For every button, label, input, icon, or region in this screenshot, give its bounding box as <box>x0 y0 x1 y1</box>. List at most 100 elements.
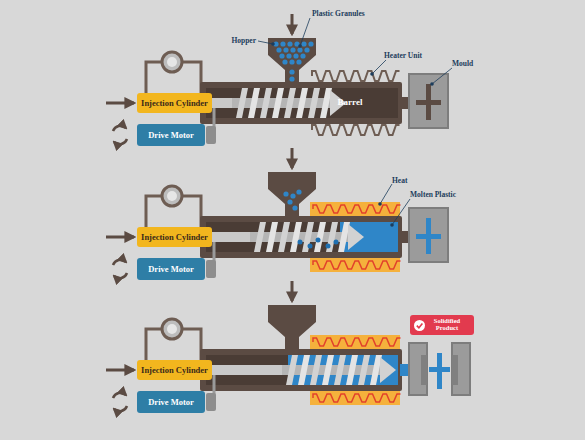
granule <box>308 41 313 46</box>
screw-thread <box>310 355 322 385</box>
screw-thread <box>358 355 370 385</box>
part-name: Drive Motor <box>148 265 194 274</box>
leader-line <box>300 18 310 46</box>
motor-gear <box>206 260 216 278</box>
drive-link <box>213 242 216 262</box>
heater-band <box>310 391 400 405</box>
granule <box>296 59 301 64</box>
part-name: Injection Cylinder <box>141 99 208 108</box>
molten-plastic <box>340 222 398 252</box>
screw-thread <box>308 88 320 118</box>
barrel-bore <box>206 88 398 118</box>
feed-arrow <box>291 148 294 168</box>
heater-band <box>310 202 400 216</box>
check-icon <box>414 320 425 331</box>
screw-thread <box>248 88 260 118</box>
callout-label: Heater Unit <box>384 52 422 60</box>
leader-line <box>432 68 452 84</box>
screw-thread <box>286 355 298 385</box>
motor-gear <box>206 126 216 144</box>
mould-half <box>452 343 470 395</box>
machine-part-box: Injection Cylinder <box>137 227 212 247</box>
barrel-label-box: Barrel <box>330 95 370 111</box>
heater-coil <box>312 71 400 81</box>
leader-dot <box>430 82 434 86</box>
feed-arrow <box>106 369 134 372</box>
pressure-gauge <box>162 186 182 206</box>
leader-line <box>392 199 410 225</box>
heater-coil <box>313 394 401 402</box>
barrel <box>200 349 402 391</box>
screw-thread <box>290 222 302 252</box>
molten-plastic <box>288 355 398 385</box>
callout-label: Heat <box>392 177 407 185</box>
leader-dot <box>370 72 374 76</box>
badge-text: Solidified Product <box>428 318 466 332</box>
screw-thread <box>272 88 284 118</box>
feed-arrow <box>291 281 294 301</box>
granule <box>287 199 292 204</box>
heater-coil <box>312 125 400 135</box>
gauge-face <box>167 324 177 334</box>
gauge-face <box>167 191 177 201</box>
pressure-gauge <box>162 52 182 72</box>
heater-coil <box>313 205 401 213</box>
rotation-icon <box>113 393 126 398</box>
machine-part-box: Drive Motor <box>137 124 205 146</box>
granule <box>289 69 294 74</box>
leader-dot <box>378 202 382 206</box>
part-name: Drive Motor <box>148 398 194 407</box>
screw-thread <box>266 222 278 252</box>
callout-label: Plastic Granules <box>312 10 365 18</box>
granule <box>316 238 321 243</box>
screw-shaft <box>212 365 284 375</box>
rotation-icon <box>113 126 126 131</box>
screw-thread <box>326 222 338 252</box>
rotation-icon <box>113 260 126 265</box>
screw-thread <box>236 88 248 118</box>
screw-thread <box>322 355 334 385</box>
part-name: Drive Motor <box>148 131 194 140</box>
hopper <box>268 305 316 349</box>
screw-thread <box>260 88 272 118</box>
mould <box>409 208 448 262</box>
callout-label: Hopper <box>231 37 256 45</box>
mould-half <box>409 343 427 395</box>
machine-part-box: Injection Cylinder <box>137 360 212 380</box>
heater-coil <box>313 261 401 269</box>
check-circle <box>414 320 425 331</box>
granule <box>334 240 339 245</box>
granule <box>301 41 306 46</box>
result-badge: Solidified Product <box>410 315 474 335</box>
granule <box>289 76 294 81</box>
mould <box>409 74 448 128</box>
granule <box>286 53 291 58</box>
granule <box>282 59 287 64</box>
leader-line <box>372 60 386 74</box>
hopper <box>268 38 316 82</box>
part-name: Injection Cylinder <box>141 233 208 242</box>
machine-part-box: Injection Cylinder <box>137 93 212 113</box>
mould-cavity <box>452 355 458 385</box>
screw-thread <box>254 222 266 252</box>
granule <box>280 41 285 46</box>
hopper <box>268 172 316 216</box>
granule <box>296 189 301 194</box>
leader-line <box>380 184 392 204</box>
granule <box>276 47 281 52</box>
granule <box>283 191 288 196</box>
screw-thread <box>302 222 314 252</box>
screw-thread <box>314 222 326 252</box>
screw-tip <box>380 357 396 383</box>
screw-thread <box>334 355 346 385</box>
machine-part-box: Drive Motor <box>137 258 205 280</box>
drive-link <box>213 108 216 128</box>
gauge-face <box>167 57 177 67</box>
leader-dot <box>271 42 275 46</box>
granule <box>290 193 295 198</box>
screw-thread <box>296 88 308 118</box>
callout-label: Molten Plastic <box>410 191 456 199</box>
check-mark <box>417 323 423 327</box>
feed-arrow <box>106 236 134 239</box>
